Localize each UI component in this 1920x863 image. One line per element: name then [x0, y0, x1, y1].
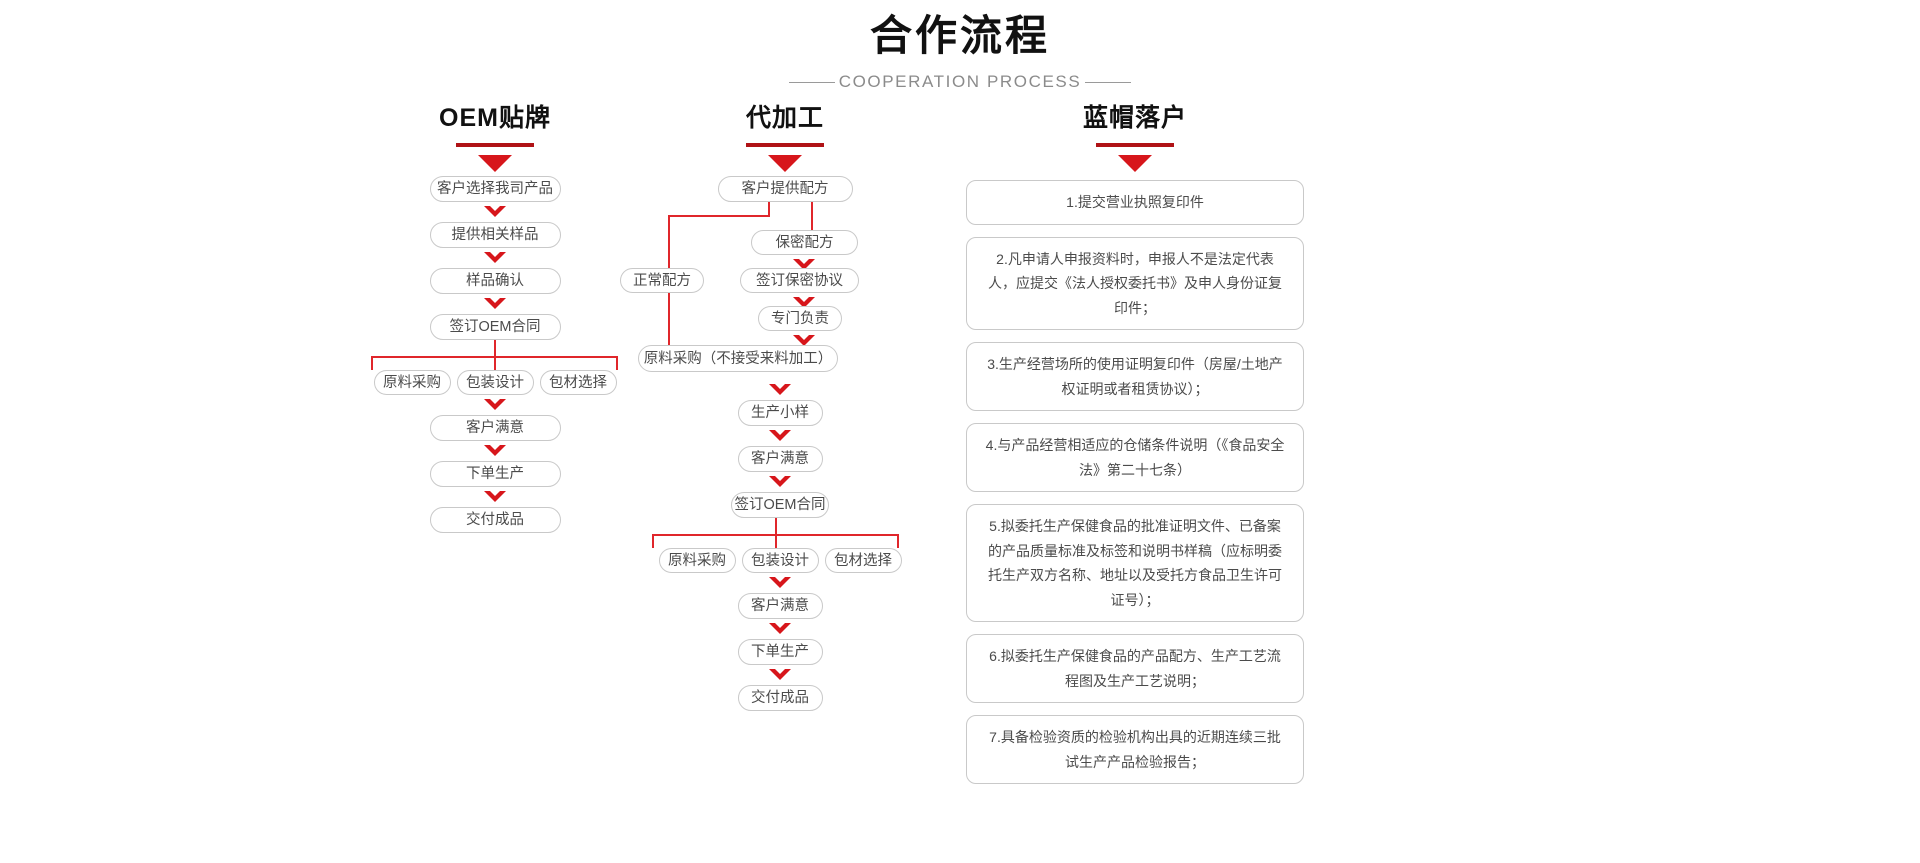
node-oda-8[interactable]: 交付成品: [737, 685, 823, 712]
node-oda-normal-formula[interactable]: 正常配方: [620, 268, 704, 294]
oda-top: 客户提供配方: [620, 176, 950, 203]
arrow-down-icon: [484, 252, 506, 264]
column-bluehat: 蓝帽落户 1.提交营业执照复印件 2.凡申请人申报资料时，申报人不是法定代表人，…: [925, 104, 1345, 785]
node-oem-1[interactable]: 客户选择我司产品: [429, 176, 561, 203]
arrow-down-icon: [484, 298, 506, 310]
oda-split-region: 正常配方 保密配方 签订保密协议 专门负责 原料采购（不接受来料加工）: [620, 202, 950, 392]
oda-branch-row: 原料采购 包装设计 包材选择: [610, 548, 950, 574]
column-oda: 代加工 客户提供配方 正常配方 保密配方 签订保密协议 专门负责 原料采购（不接…: [620, 104, 950, 712]
node-oda-2[interactable]: 原料采购（不接受来料加工）: [638, 345, 838, 373]
node-oda-6[interactable]: 客户满意: [737, 593, 823, 620]
arrow-down-icon: [769, 669, 791, 681]
node-oem-5[interactable]: 客户满意: [429, 415, 561, 442]
big-caret-oda: [768, 155, 802, 173]
column-underline-bluehat: [1096, 143, 1174, 148]
column-title-oda: 代加工: [745, 104, 824, 133]
node-oem-7[interactable]: 交付成品: [429, 507, 561, 534]
arrow-down-icon: [484, 206, 506, 218]
branch-drop-mid: [775, 534, 777, 549]
branch-drop-left: [652, 534, 654, 549]
oem-flow: 客户选择我司产品 提供相关样品 样品确认 签订OEM合同: [330, 176, 660, 341]
node-oem-6[interactable]: 下单生产: [429, 461, 561, 488]
arrow-down-icon: [484, 491, 506, 503]
split-drop-left: [668, 215, 670, 373]
column-oem: OEM贴牌 客户选择我司产品 提供相关样品 样品确认 签订OEM合同 原料采购 …: [330, 104, 660, 534]
node-oda-secret-1[interactable]: 保密配方: [751, 230, 858, 256]
bluehat-list: 1.提交营业执照复印件 2.凡申请人申报资料时，申报人不是法定代表人，应提交《法…: [925, 180, 1345, 785]
column-underline-oda: [746, 143, 824, 148]
arrow-down-icon: [484, 399, 506, 411]
subtitle-rule-left: [788, 81, 835, 83]
big-caret-oem: [478, 155, 512, 173]
subtitle-rule-right: [1085, 81, 1132, 83]
node-oda-1[interactable]: 客户提供配方: [717, 176, 853, 203]
split-bar: [668, 215, 770, 218]
node-oda-secret-2[interactable]: 签订保密协议: [740, 268, 859, 294]
node-oda-branch-1[interactable]: 原料采购: [658, 548, 736, 574]
node-oda-7[interactable]: 下单生产: [737, 639, 823, 666]
arrow-down-icon: [769, 623, 791, 635]
arrow-down-icon: [484, 445, 506, 457]
node-oda-secret-3[interactable]: 专门负责: [758, 306, 842, 332]
arrow-down-icon: [769, 384, 791, 396]
list-item[interactable]: 3.生产经营场所的使用证明复印件（房屋/土地产权证明或者租赁协议）；: [966, 342, 1304, 412]
list-item[interactable]: 2.凡申请人申报资料时，申报人不是法定代表人，应提交《法人授权委托书》及申人身份…: [966, 236, 1304, 331]
node-oda-4[interactable]: 客户满意: [737, 446, 823, 473]
branch-drop-right: [897, 534, 899, 549]
list-item[interactable]: 6.拟委托生产保健食品的产品配方、生产工艺流程图及生产工艺说明；: [966, 634, 1304, 704]
node-oda-5[interactable]: 签订OEM合同: [731, 492, 829, 519]
arrow-down-icon: [769, 476, 791, 488]
oda-mid: 生产小样 客户满意 签订OEM合同: [610, 380, 950, 519]
node-oda-3[interactable]: 生产小样: [737, 400, 823, 427]
list-item[interactable]: 1.提交营业执照复印件: [966, 180, 1304, 225]
big-caret-bluehat: [1118, 155, 1152, 173]
page-subtitle-row: COOPERATION PROCESS: [0, 72, 1920, 92]
list-item[interactable]: 5.拟委托生产保健食品的批准证明文件、已备案的产品质量标准及标签和说明书样稿（应…: [966, 504, 1304, 623]
node-oda-branch-2[interactable]: 包装设计: [741, 548, 819, 574]
column-title-oem: OEM贴牌: [439, 104, 551, 133]
arrow-down-icon: [769, 577, 791, 589]
branch-drop-mid: [494, 356, 496, 371]
node-oem-2[interactable]: 提供相关样品: [429, 222, 561, 249]
list-item[interactable]: 7.具备检验资质的检验机构出具的近期连续三批试生产产品检验报告；: [966, 715, 1304, 785]
branch-stem-vertical: [775, 518, 777, 535]
column-title-bluehat: 蓝帽落户: [1082, 104, 1187, 133]
arrow-down-icon: [769, 430, 791, 442]
branch-drop-left: [371, 356, 373, 371]
page-subtitle: COOPERATION PROCESS: [838, 72, 1082, 92]
oem-flow-tail: 客户满意 下单生产 交付成品: [330, 395, 660, 534]
split-stem-left: [768, 202, 770, 216]
process-columns: OEM贴牌 客户选择我司产品 提供相关样品 样品确认 签订OEM合同 原料采购 …: [0, 106, 1920, 846]
node-oem-branch-2[interactable]: 包装设计: [456, 370, 534, 396]
column-underline-oem: [456, 143, 534, 148]
node-oem-branch-3[interactable]: 包材选择: [539, 370, 617, 396]
node-oem-branch-1[interactable]: 原料采购: [373, 370, 451, 396]
oda-tail: 客户满意 下单生产 交付成品: [610, 573, 950, 712]
page-title: 合作流程: [869, 12, 1050, 59]
branch-drop-right: [616, 356, 618, 371]
node-oem-3[interactable]: 样品确认: [429, 268, 561, 295]
split-drop-right: [811, 202, 813, 231]
node-oda-branch-3[interactable]: 包材选择: [824, 548, 902, 574]
list-item[interactable]: 4.与产品经营相适应的仓储条件说明（《食品安全法》第二十七条）: [966, 423, 1304, 493]
page-header: 合作流程 COOPERATION PROCESS: [0, 0, 1920, 92]
branch-stem-vertical: [494, 340, 496, 357]
node-oem-4[interactable]: 签订OEM合同: [429, 314, 561, 341]
oem-branch-row: 原料采购 包装设计 包材选择: [330, 370, 660, 396]
